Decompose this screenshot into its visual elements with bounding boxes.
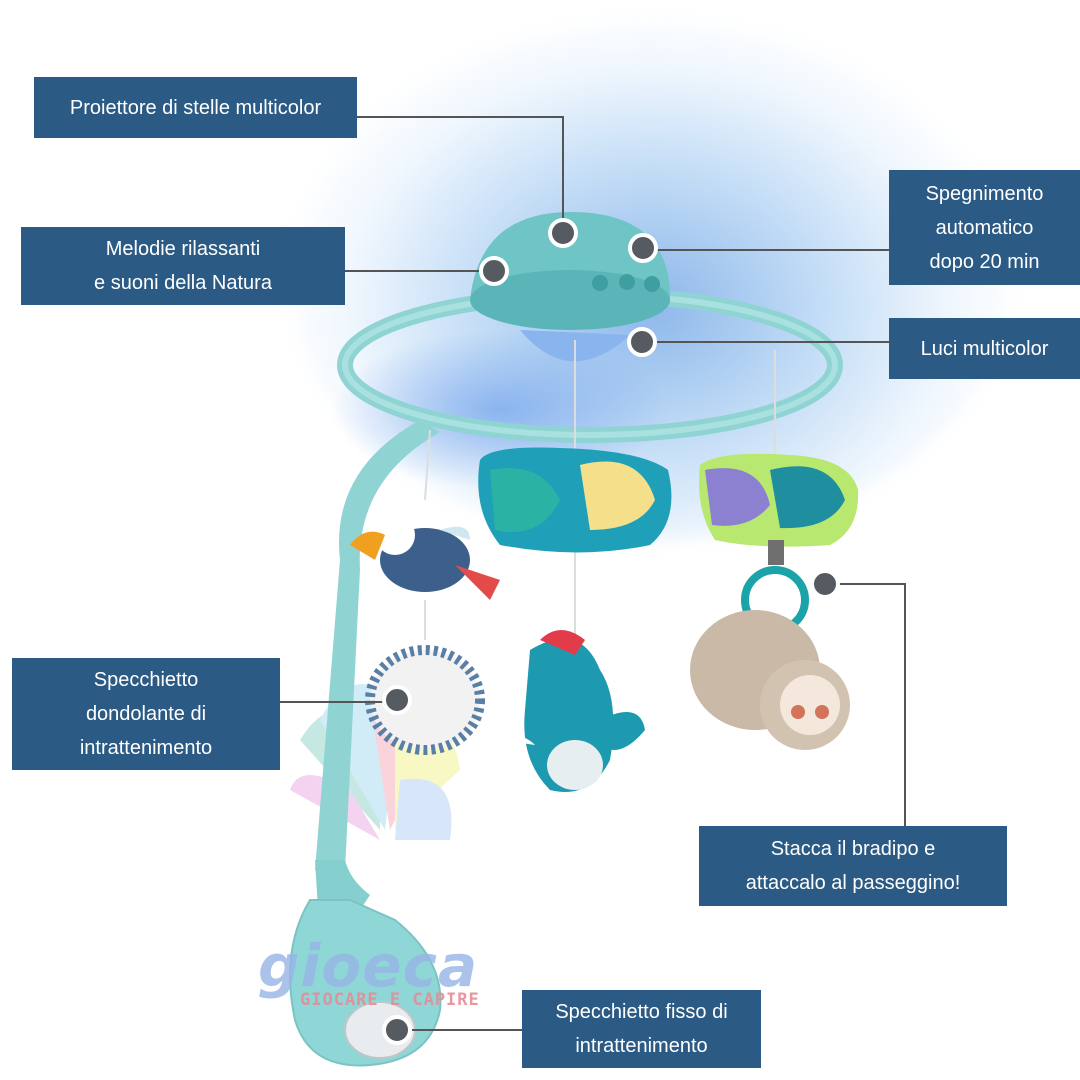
- callout-detach-sloth-text: Stacca il bradipo e attaccalo al passegg…: [745, 838, 961, 894]
- callout-multicolor-lights-text: Luci multicolor: [920, 337, 1049, 360]
- callout-melodies-text: Melodie rilassanti e suoni della Natura: [94, 238, 272, 294]
- leader-star-projector: [357, 116, 564, 232]
- leaf-pad-center: [478, 447, 672, 553]
- callout-fixed-mirror: Specchietto fisso di intrattenimento: [522, 990, 761, 1068]
- marker-multicolor-lights: [627, 327, 657, 357]
- callout-swinging-mirror-text: Specchietto dondolante di intratteniment…: [79, 669, 213, 759]
- sloth-toy: [690, 566, 850, 750]
- brand-name: gioeca: [258, 932, 479, 1000]
- projector-dome: [470, 211, 670, 362]
- callout-multicolor-lights: Luci multicolor: [889, 318, 1080, 379]
- hanging-strings: [424, 340, 776, 640]
- leaf-pad-right: [699, 453, 859, 565]
- marker-star-projector: [548, 218, 578, 248]
- toucan-toy: [350, 515, 500, 600]
- brand-tagline: GIOCARE E CAPIRE: [300, 990, 480, 1010]
- swinging-mirror: [365, 645, 485, 755]
- callout-swinging-mirror: Specchietto dondolante di intratteniment…: [12, 658, 280, 770]
- marker-melodies: [479, 256, 509, 286]
- leader-detach-sloth: [825, 583, 906, 826]
- callout-star-projector: Proiettore di stelle multicolor: [34, 77, 357, 138]
- callout-detach-sloth: Stacca il bradipo e attaccalo al passegg…: [699, 826, 1007, 906]
- marker-swinging-mirror: [382, 685, 412, 715]
- callout-star-projector-text: Proiettore di stelle multicolor: [69, 96, 322, 119]
- marker-detach-sloth: [810, 569, 840, 599]
- marker-fixed-mirror: [382, 1015, 412, 1045]
- callout-auto-off-text: Spegnimento automatico dopo 20 min: [925, 182, 1044, 273]
- callout-fixed-mirror-text: Specchietto fisso di intrattenimento: [555, 1001, 728, 1057]
- callout-melodies: Melodie rilassanti e suoni della Natura: [21, 227, 345, 305]
- callout-auto-off: Spegnimento automatico dopo 20 min: [889, 170, 1080, 285]
- brand-logo: gioeca GIOCARE E CAPIRE: [258, 932, 498, 1020]
- marker-auto-off: [628, 233, 658, 263]
- callout-markers: [382, 218, 840, 1045]
- leader-lines: [280, 116, 906, 1031]
- dinosaur-toy: [500, 630, 645, 792]
